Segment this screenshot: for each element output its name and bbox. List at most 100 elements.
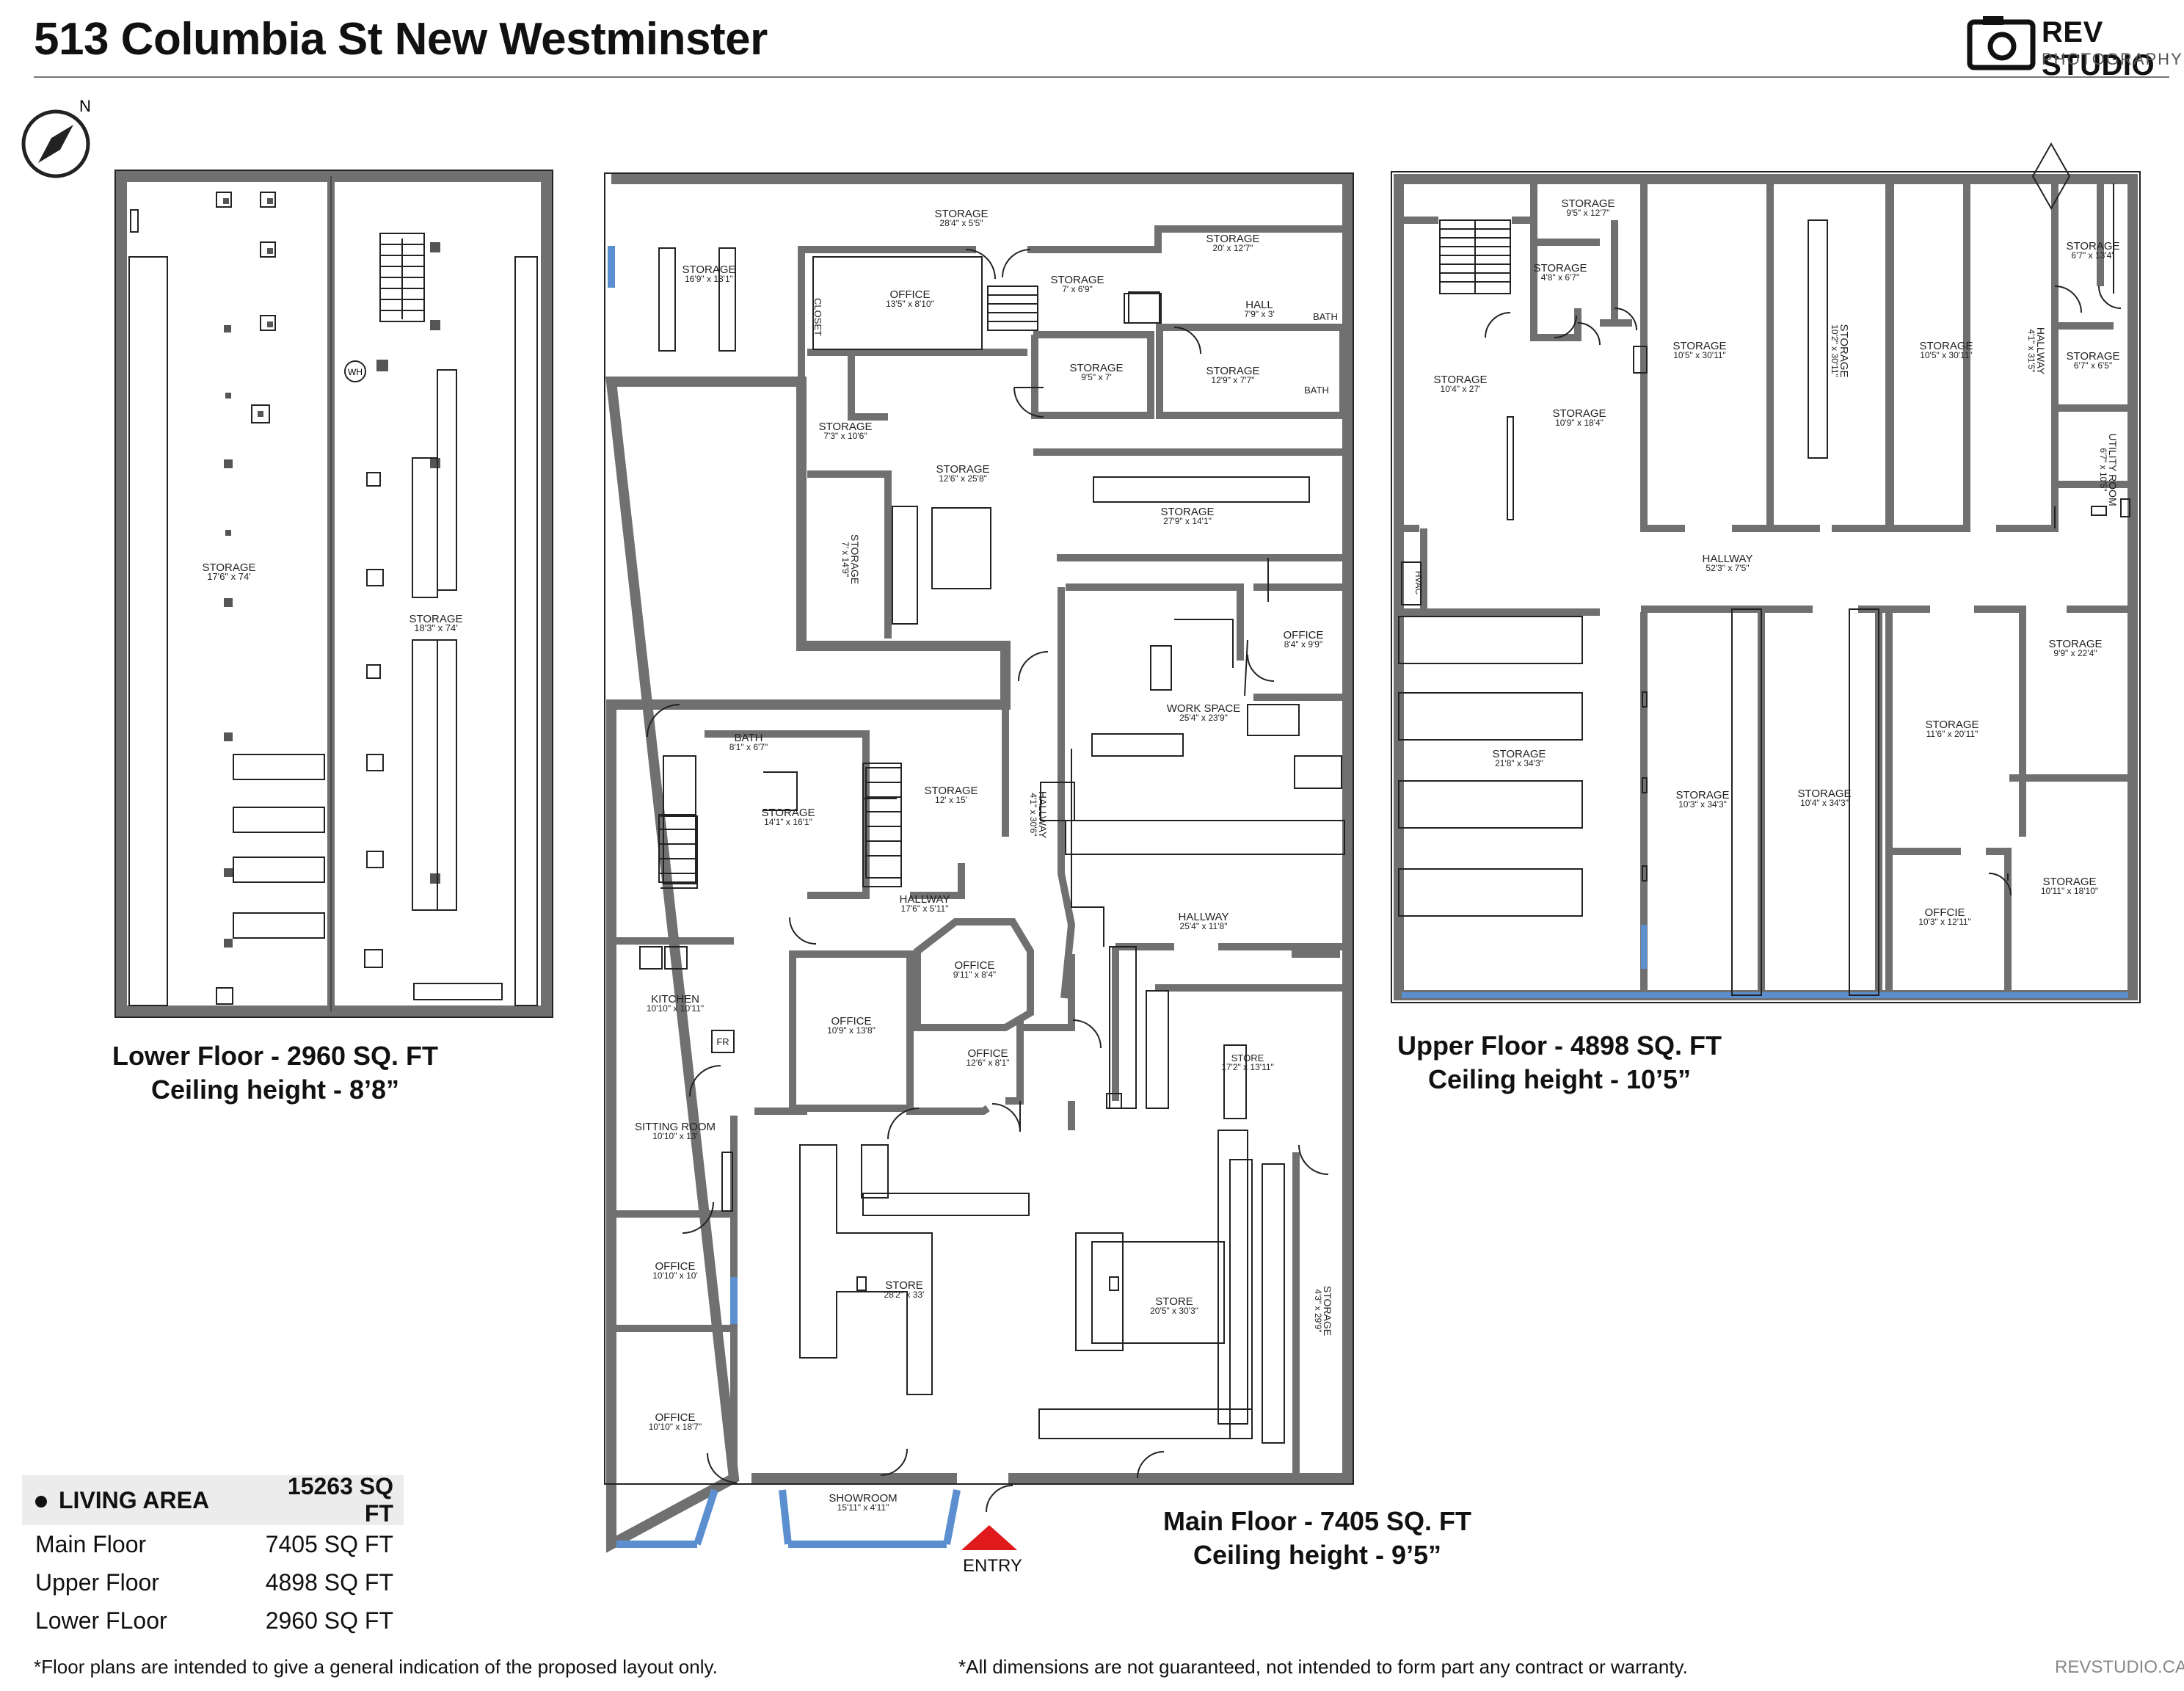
area-summary-table: LIVING AREA 15263 SQ FT Main Floor 7405 … (22, 1473, 404, 1640)
summary-row: Upper Floor 4898 SQ FT (22, 1563, 404, 1601)
room-label: STORAGE (1492, 748, 1546, 760)
room-label: STORAGE (1206, 365, 1259, 377)
summary-row-label: Upper Floor (35, 1568, 159, 1596)
summary-header-value: 15263 SQ FT (287, 1473, 393, 1527)
room-dims: 6'7" x 6'5" (2074, 360, 2112, 371)
logo-title: REV STUDIO (2042, 16, 2155, 81)
room-label: STORAGE (409, 613, 462, 625)
summary-row-label: Main Floor (35, 1530, 147, 1557)
upper-floor-ceiling: Ceiling height - 10’5” (1427, 1064, 1692, 1094)
room-dims: 20' x 12'7" (1213, 243, 1253, 253)
room-dims: 10'10" x 10'11" (647, 1003, 704, 1014)
room-label: HVAC (1413, 571, 1424, 595)
lower-floor-caption: Lower Floor - 2960 SQ. FT Ceiling height… (110, 1039, 440, 1107)
room-dims: 9'5" x 7' (1081, 372, 1112, 382)
room-label: OFFICE (1284, 629, 1324, 641)
room-label: STORAGE (1925, 719, 1979, 731)
compass-icon: N (21, 97, 91, 178)
page-title: 513 Columbia St New Westminster (34, 14, 768, 65)
header-divider (34, 76, 2169, 78)
room-label: OFFCIE (1925, 906, 1965, 919)
main-floor-area: Main Floor - 7405 SQ. FT (1162, 1506, 1472, 1536)
room-dims: 6'7" x 10'5" (2098, 448, 2108, 491)
room-dims: 17'2" x 13'11" (1221, 1062, 1274, 1072)
room-dims: 13'5" x 8'10" (886, 299, 934, 309)
disclaimer-dimensions: *All dimensions are not guaranteed, not … (958, 1656, 1688, 1678)
room-dims: 9'5" x 12'7" (1566, 208, 1609, 218)
room-dims: 7'3" x 10'6" (823, 431, 867, 441)
website-link[interactable]: REVSTUDIO.CA (2055, 1657, 2184, 1677)
room-dims: 52'3" x 7'5" (1706, 563, 1749, 573)
room-dims: 10'3" x 12'11" (1918, 917, 1971, 927)
room-dims: 25'4" x 11'8" (1180, 921, 1228, 931)
room-dims: 6'7" x 13'4" (2071, 250, 2114, 261)
room-dims: 10'2" x 30'11" (1830, 324, 1840, 377)
room-label: UTILITY ROOM (2107, 433, 2119, 506)
room-label: HALL (1245, 299, 1273, 311)
room-label: STORAGE (818, 421, 872, 433)
room-dims: 10'9" x 18'4" (1555, 418, 1604, 428)
room-label: STORAGE (1433, 374, 1487, 386)
room-dims: 7'9" x 3' (1244, 309, 1275, 319)
room-dims: 28'4" x 5'5" (939, 218, 983, 228)
room-dims: 9'11" x 8'4" (953, 970, 996, 980)
room-dims: 16'9" x 18'1" (685, 274, 733, 284)
room-label: STORAGE (1050, 274, 1104, 286)
room-dims: 10'5" x 30'11" (1673, 350, 1726, 360)
room-dims: 10'10" x 10' (652, 1270, 698, 1281)
room-label: BATH (1313, 311, 1338, 322)
svg-text:WH: WH (348, 367, 363, 377)
room-label: HALLWAY (1179, 911, 1229, 923)
room-label: STORAGE (202, 561, 255, 574)
room-label: OFFICE (655, 1260, 696, 1273)
room-dims: 28'2" x 33' (884, 1290, 925, 1300)
room-label: STORAGE (924, 785, 978, 797)
room-label: CLOSET (812, 298, 823, 336)
lower-floor-area: Lower Floor - 2960 SQ. FT (112, 1041, 439, 1071)
summary-row-value: 2960 SQ FT (265, 1607, 393, 1634)
room-dims: 18'3" x 74' (414, 622, 457, 633)
room-dims: 10'5" x 30'11" (1920, 350, 1973, 360)
room-dims: 4'8" x 6'7" (1541, 272, 1579, 283)
room-label: STORAGE (849, 534, 861, 584)
room-dims: 7' x 14'9" (840, 542, 851, 577)
bullet-icon (35, 1496, 47, 1508)
room-label: STORAGE (1672, 340, 1726, 352)
room-dims: 12'9" x 7'7" (1211, 375, 1254, 385)
logo-subtitle: PHOTOGRAPHY (2042, 50, 2183, 68)
room-label: STORAGE (1561, 197, 1615, 210)
room-label: OFFICE (655, 1411, 696, 1424)
room-label: STORAGE (1838, 324, 1850, 377)
room-label: STORAGE (1533, 262, 1587, 274)
room-dims: 10'4" x 27' (1441, 384, 1481, 394)
room-dims: 8'1" x 6'7" (729, 742, 768, 752)
room-label: FR (716, 1036, 729, 1047)
living-area-label: LIVING AREA (59, 1486, 210, 1513)
room-label: SITTING ROOM (635, 1121, 716, 1133)
room-dims: 4'1" x 30'6" (1028, 793, 1038, 836)
room-label: STORAGE (1206, 233, 1259, 245)
room-label: STORAGE (1919, 340, 1973, 352)
summary-row-value: 7405 SQ FT (265, 1530, 393, 1557)
room-label: HALLWAY (900, 893, 950, 906)
room-label: STORAGE (2048, 638, 2102, 650)
summary-row-label: Lower FLoor (35, 1607, 167, 1634)
room-label: STORAGE (1552, 407, 1606, 420)
summary-header-label: LIVING AREA (22, 1487, 254, 1514)
room-label: KITCHEN (651, 993, 699, 1005)
room-label: BATH (735, 732, 763, 744)
disclaimer-layout: *Floor plans are intended to give a gene… (34, 1656, 718, 1678)
summary-row: Main Floor 7405 SQ FT (22, 1525, 404, 1563)
room-label: STORAGE (682, 263, 735, 276)
room-dims: 27'9" x 14'1" (1163, 516, 1212, 526)
room-dims: 10'3" x 34'3" (1678, 799, 1727, 810)
room-label: STORE (1231, 1052, 1264, 1063)
upper-floor-plan (1394, 174, 2138, 1000)
room-label: STORAGE (1160, 506, 1214, 518)
room-label: OFFICE (831, 1015, 872, 1028)
upper-floor-caption: Upper Floor - 4898 SQ. FT Ceiling height… (1394, 1029, 1725, 1097)
camera-logo-icon (1967, 16, 2036, 70)
room-label: STORAGE (2066, 240, 2119, 252)
room-label: STORE (1155, 1295, 1193, 1308)
room-dims: 10'10" x 13' (652, 1131, 698, 1141)
